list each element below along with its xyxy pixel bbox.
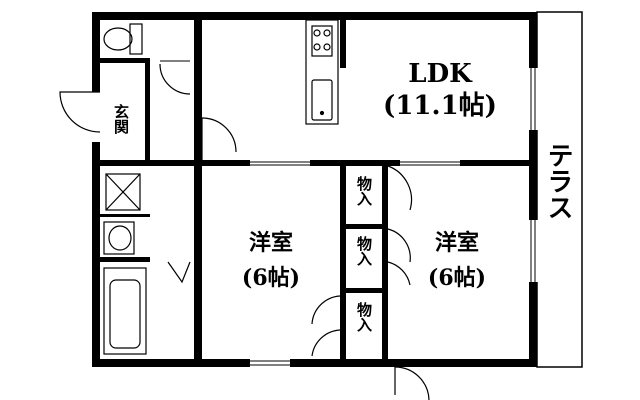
interior-walls: [100, 20, 529, 359]
western-room-right-size: (6帖): [428, 265, 486, 291]
storage-label-3: 物入: [355, 301, 373, 332]
western-room-left-label: 洋室: [249, 230, 293, 256]
outer-walls: [92, 12, 537, 367]
ldk-size: (11.1帖): [383, 91, 497, 121]
western-room-left-size: (6帖): [242, 265, 300, 291]
toilet: [103, 23, 143, 55]
washbasin: [103, 221, 135, 255]
windows: [160, 58, 538, 368]
terrace-label: テラス: [543, 142, 573, 220]
terrace-outline: [536, 11, 583, 368]
storage-label-2: 物入: [355, 235, 373, 266]
western-room-right-label: 洋室: [435, 230, 479, 256]
bathtub: [103, 267, 147, 355]
storage-label-1: 物入: [355, 175, 373, 206]
kitchen-counter: [305, 19, 339, 125]
ldk-label: LDK: [408, 59, 473, 89]
entrance-label: 玄関: [112, 103, 130, 135]
shower-tray: [105, 173, 141, 211]
doors: [59, 63, 430, 400]
